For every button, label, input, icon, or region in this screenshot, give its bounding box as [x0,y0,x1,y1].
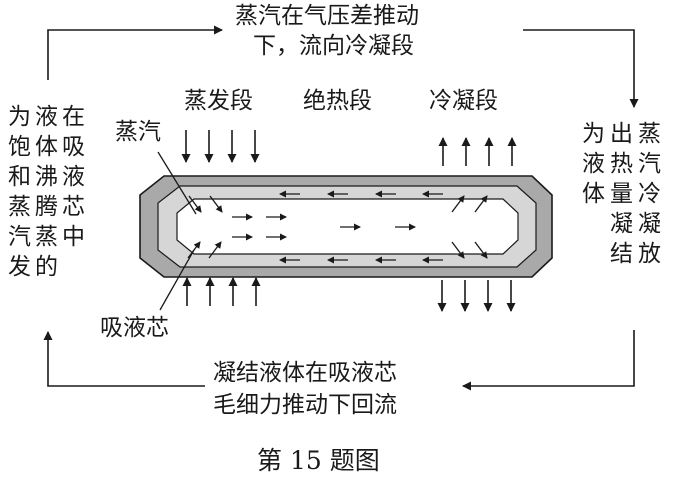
loop-left-top [47,25,223,80]
condenser-section-label: 冷凝段 [429,88,498,114]
leader-lines [157,151,197,311]
bottom-flow-label-line1: 凝结液体在吸液芯 [213,360,397,386]
figure-caption: 第 15 题图 [257,446,380,475]
loop-right-bottom [462,330,635,391]
left-note-column-3: 在吸液芯中 [62,104,85,250]
vapor-label: 蒸汽 [115,119,161,145]
wick-leader [159,249,195,311]
right-note-column-2: 出热量凝结 [610,121,633,267]
left-note-column-2: 液体沸腾蒸的 [35,104,58,280]
top-flow-label-line2: 下，流向冷凝段 [253,33,414,59]
cycle-loop-arrows [43,25,639,391]
left-note-column-1: 为饱和蒸汽发 [8,104,31,280]
top-flow-label-line1: 蒸汽在气压差推动 [235,3,419,29]
right-note-column-3: 蒸汽冷凝放 [638,121,661,267]
liquid-return-arrows [279,190,443,264]
adiabatic-section-label: 绝热段 [303,88,372,114]
loop-right-top [523,29,639,108]
condensation-arrows [451,195,488,259]
right-note-column-1: 为液体 [582,121,605,207]
evaporator-section-label: 蒸发段 [184,88,253,114]
wick-label: 吸液芯 [100,315,169,341]
heat-output-top-arrows [438,137,517,166]
heat-input-top-arrows [181,130,260,163]
vapor-leader [157,151,197,215]
heat-output-bottom-arrows [437,280,516,312]
bottom-flow-label-line2: 毛细力推动下回流 [213,392,397,418]
vapor-flow-arrows [232,213,416,241]
heat-input-bottom-arrows [182,277,261,306]
loop-left-bottom [43,331,205,387]
